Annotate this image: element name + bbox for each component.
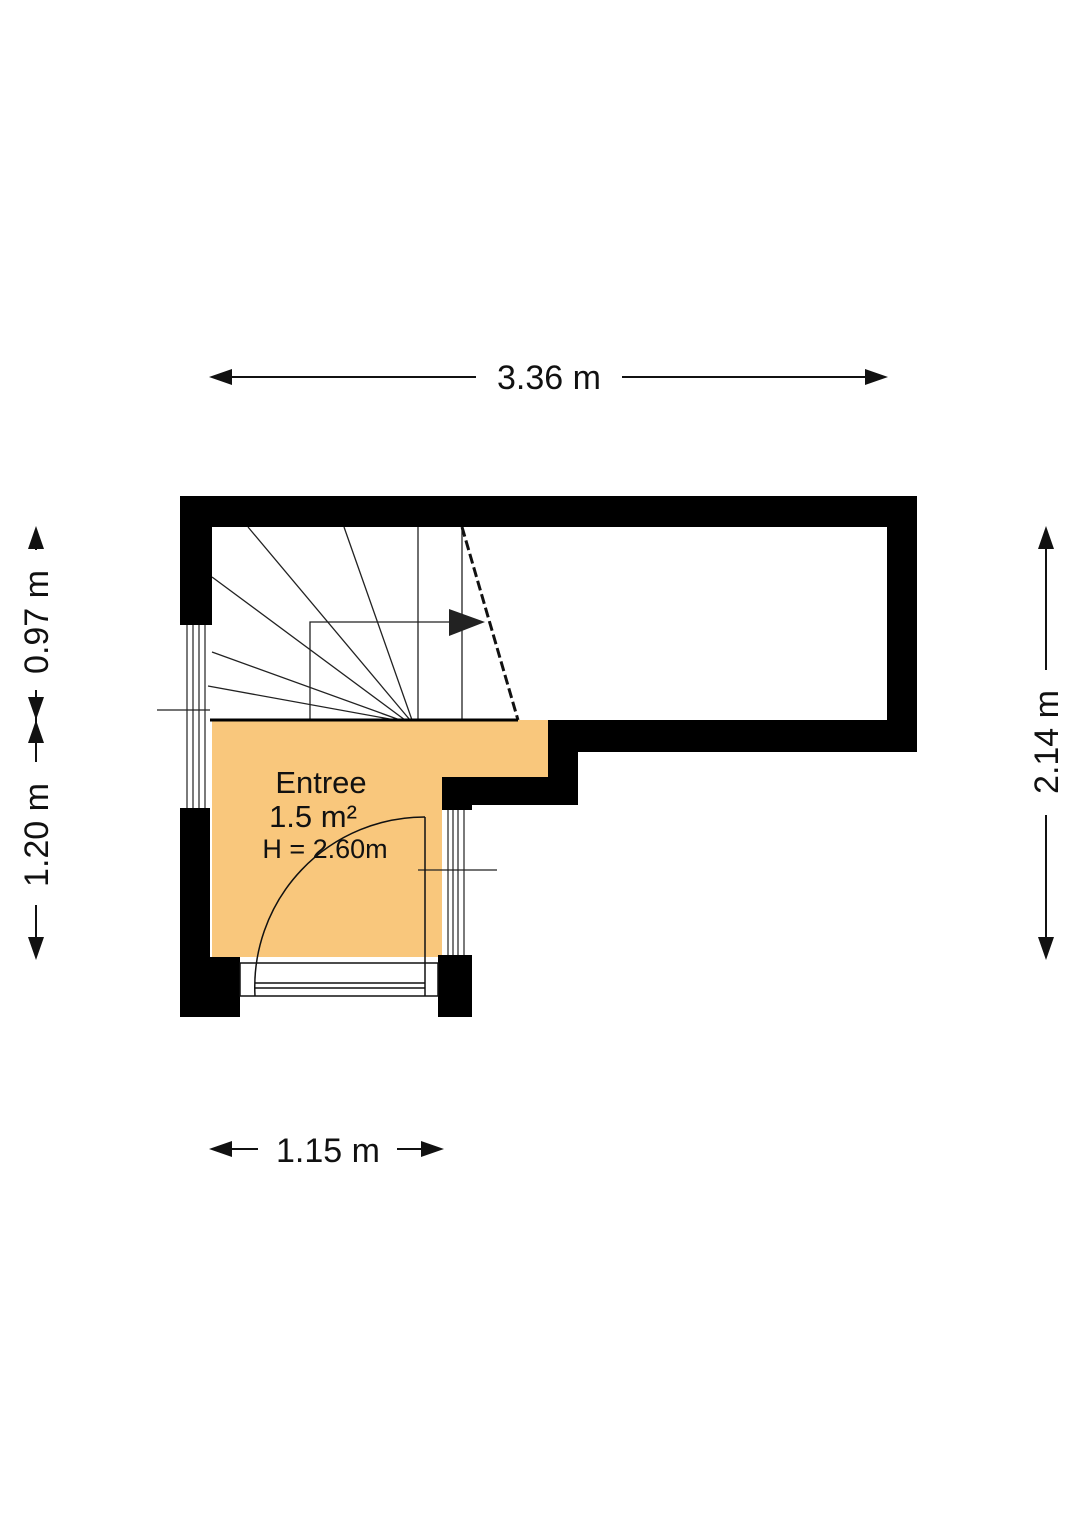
room-area: 1.5 m²: [269, 799, 357, 834]
room-name: Entree: [275, 765, 366, 800]
dimension-bottom-label: 1.15 m: [276, 1132, 380, 1170]
arrow-down-icon: [28, 937, 44, 960]
arrow-up-icon: [28, 526, 44, 549]
dimension-top-label: 3.36 m: [497, 359, 601, 397]
window-left: [157, 625, 210, 808]
stair-edge: [460, 526, 520, 721]
arrow-right-icon: [865, 369, 888, 385]
entrance-door: [239, 816, 439, 997]
room-height: H = 2.60m: [262, 834, 387, 864]
arrow-left-icon: [209, 1141, 232, 1157]
dimension-left-lower-label: 1.20 m: [18, 783, 56, 887]
stair-direction-arrow-icon: [449, 609, 485, 636]
arrow-up-icon: [1038, 526, 1054, 549]
staircase: [207, 526, 463, 721]
arrow-left-icon: [209, 369, 232, 385]
window-right: [418, 810, 497, 955]
arrow-down-icon: [28, 697, 44, 720]
entree-room-fill: [212, 720, 548, 957]
walls: [180, 496, 917, 1017]
arrow-up-icon: [28, 720, 44, 743]
dimension-left-upper-label: 0.97 m: [18, 570, 56, 674]
dimension-right-label: 2.14 m: [1028, 690, 1066, 794]
arrow-right-icon: [421, 1141, 444, 1157]
arrow-down-icon: [1038, 937, 1054, 960]
